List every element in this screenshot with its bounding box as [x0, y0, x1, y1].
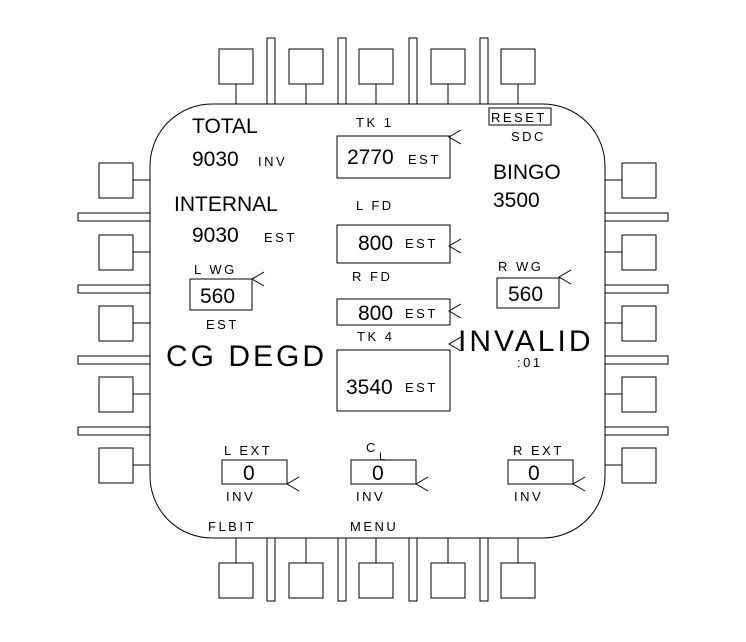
tk1-value: 2770: [347, 146, 394, 169]
pb-bottom-3[interactable]: [358, 562, 394, 599]
pb-right-2[interactable]: [621, 234, 657, 271]
pb-bottom-2[interactable]: [288, 562, 324, 599]
flbit-option[interactable]: FLBIT: [208, 519, 256, 534]
invalid-status: INVALID: [458, 325, 593, 358]
cl-box[interactable]: [350, 459, 417, 485]
bezel-buttons-top: [218, 48, 536, 85]
tk4-value: 3540: [346, 376, 393, 399]
lext-label: L EXT: [224, 443, 272, 458]
rfd-status: EST: [405, 306, 438, 321]
pb-top-3[interactable]: [358, 48, 394, 85]
pb-right-5[interactable]: [621, 447, 657, 484]
rwg-value: 560: [508, 283, 543, 306]
bezel-buttons-bottom: [218, 562, 536, 599]
lext-box[interactable]: [221, 459, 288, 485]
cg-degd-status: CG DEGD: [166, 340, 327, 373]
lfd-status: EST: [405, 236, 438, 251]
tk1-label: TK 1: [356, 115, 393, 130]
pb-top-5[interactable]: [500, 48, 536, 85]
total-label: TOTAL: [192, 115, 258, 138]
total-status: INV: [258, 154, 287, 169]
cl-subscript: L: [379, 451, 388, 463]
rfd-label: R FD: [352, 269, 392, 284]
lwg-value: 560: [200, 285, 235, 308]
sdc-label: SDC: [511, 129, 546, 144]
cl-value: 0: [372, 462, 384, 485]
lwg-label: L WG: [194, 262, 237, 277]
pb-right-4[interactable]: [621, 376, 657, 413]
tk1-box[interactable]: [336, 135, 451, 179]
bezel-buttons-left: [98, 162, 134, 484]
lfd-label: L FD: [356, 198, 394, 213]
pb-left-5[interactable]: [98, 447, 134, 484]
pb-left-4[interactable]: [98, 376, 134, 413]
pb-bottom-1[interactable]: [218, 562, 254, 599]
tk4-box[interactable]: [336, 349, 451, 412]
pb-top-1[interactable]: [218, 48, 254, 85]
button-connectors: [133, 84, 622, 563]
cl-label: C: [366, 440, 378, 455]
pb-left-2[interactable]: [98, 234, 134, 271]
internal-status: EST: [264, 230, 297, 245]
bingo-value: 3500: [493, 189, 540, 212]
display-screen: [149, 103, 606, 539]
rext-value: 0: [528, 462, 540, 485]
rwg-caret-icon: [558, 269, 572, 285]
rext-box[interactable]: [507, 459, 574, 485]
pb-top-4[interactable]: [430, 48, 466, 85]
tk1-caret-icon: [448, 129, 462, 145]
bezel-buttons-right: [621, 162, 657, 484]
lext-status: INV: [226, 489, 255, 504]
total-value: 9030: [192, 148, 239, 171]
pb-right-3[interactable]: [621, 305, 657, 342]
lfd-box[interactable]: [336, 224, 451, 264]
pb-bottom-4[interactable]: [430, 562, 466, 599]
bingo-label: BINGO: [493, 161, 561, 184]
pb-right-1[interactable]: [621, 162, 657, 199]
tk4-status: EST: [405, 380, 438, 395]
reset-box[interactable]: [488, 107, 552, 126]
rext-label: R EXT: [513, 443, 564, 458]
rfd-value: 800: [358, 302, 393, 325]
tk1-status: EST: [408, 152, 441, 167]
internal-label: INTERNAL: [174, 193, 278, 216]
menu-option[interactable]: MENU: [350, 519, 398, 534]
pb-left-3[interactable]: [98, 305, 134, 342]
cl-caret-icon: [415, 476, 429, 492]
lwg-caret-icon: [251, 271, 265, 287]
lwg-status: EST: [206, 317, 239, 332]
lwg-box[interactable]: [189, 278, 253, 311]
reset-label: RESET: [491, 110, 547, 125]
rwg-box[interactable]: [496, 277, 560, 309]
pb-top-2[interactable]: [288, 48, 324, 85]
tk4-label: TK 4: [357, 329, 394, 344]
rfd-caret-icon: [448, 303, 462, 319]
pb-left-1[interactable]: [98, 162, 134, 199]
lext-caret-icon: [286, 476, 300, 492]
rext-status: INV: [514, 489, 543, 504]
rext-caret-icon: [572, 476, 586, 492]
lext-value: 0: [243, 462, 255, 485]
tk4-caret-icon: [448, 336, 462, 352]
lfd-value: 800: [358, 232, 393, 255]
lfd-caret-icon: [448, 238, 462, 254]
rwg-label: R WG: [498, 259, 543, 274]
invalid-timer: :01: [517, 355, 543, 370]
pb-bottom-5[interactable]: [500, 562, 536, 599]
internal-value: 9030: [192, 224, 239, 247]
cl-status: INV: [356, 489, 385, 504]
